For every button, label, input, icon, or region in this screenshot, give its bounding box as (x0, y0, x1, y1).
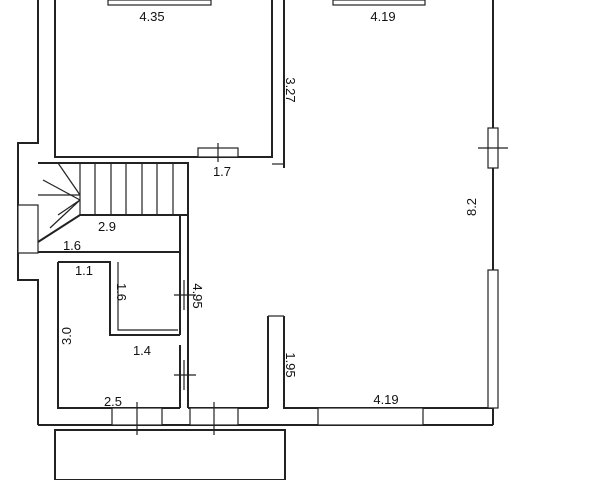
tick-marks (174, 280, 196, 390)
dim-right-room-height: 8.2 (464, 198, 479, 216)
upper-room (54, 0, 285, 165)
dim-corridor-opening: 1.7 (213, 164, 231, 179)
dim-lower-left-room-width: 2.5 (104, 394, 122, 409)
dim-corridor-length: 4.95 (190, 283, 205, 308)
lower-extension (54, 429, 286, 480)
dim-upper-room-height: 3.27 (283, 77, 298, 102)
dim-lower-left-room-height: 3.0 (59, 327, 74, 345)
dim-right-room-lower-height: 1.95 (283, 352, 298, 377)
dim-bath-inner-height: 1.6 (114, 283, 129, 301)
dim-bath-inner-width: 1.1 (75, 263, 93, 278)
dim-lower-left-inner-width: 1.4 (133, 343, 151, 358)
dim-right-room-bottom-width: 4.19 (373, 392, 398, 407)
staircase (37, 162, 189, 243)
dim-stair-landing-width: 2.9 (98, 219, 116, 234)
dim-upper-room-width: 4.35 (139, 9, 164, 24)
outer-walls (17, 0, 494, 426)
dim-corridor-left-width: 1.6 (63, 238, 81, 253)
windows (17, 0, 508, 435)
right-room (268, 0, 493, 409)
dim-right-room-top-width: 4.19 (370, 9, 395, 24)
